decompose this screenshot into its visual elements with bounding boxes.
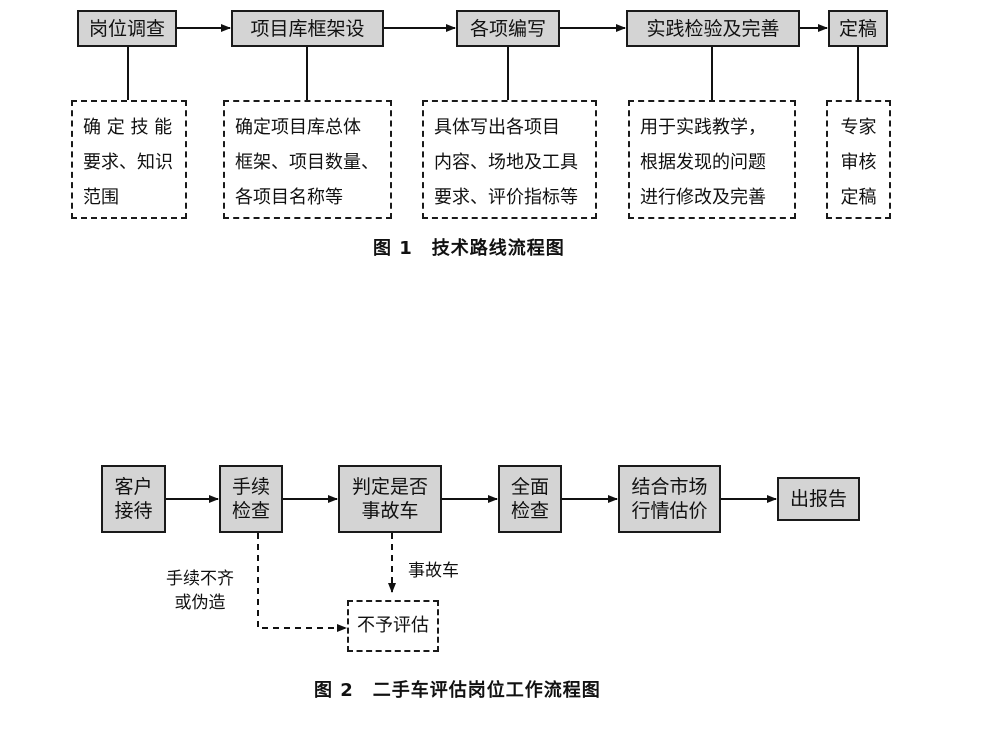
step-label: 全面: [510, 476, 549, 498]
note-line: 确定项目库总体: [235, 117, 361, 138]
note-line: 要求、评价指标等: [434, 187, 578, 208]
step-label: 检查: [510, 500, 549, 522]
note-line: 各项目名称等: [235, 187, 343, 208]
note-job-survey: 确 定 技 能 要求、知识 范围: [71, 100, 187, 219]
step-label: 判定是否: [351, 476, 428, 498]
note-line: 审核: [840, 152, 877, 173]
note-framework: 确定项目库总体 框架、项目数量、 各项目名称等: [223, 100, 392, 219]
step-finalize: 定稿: [828, 10, 888, 47]
step-writing: 各项编写: [456, 10, 560, 47]
step-label: 检查: [231, 500, 270, 522]
reject-label: 不予评估: [357, 615, 429, 636]
step-document-check: 手续 检查: [219, 465, 283, 533]
note-line: 具体写出各项目: [434, 117, 560, 138]
note-line: 用于实践教学，: [640, 117, 766, 138]
step-label: 事故车: [361, 500, 419, 522]
step-full-inspection: 全面 检查: [498, 465, 562, 533]
step-label: 实践检验及完善: [646, 17, 780, 40]
step-label: 行情估价: [631, 500, 708, 522]
note-line: 框架、项目数量、: [235, 152, 379, 173]
step-label: 项目库框架设: [250, 17, 365, 40]
step-label: 结合市场: [631, 476, 708, 498]
branch-label-docs: 手续不齐 或伪造: [160, 567, 240, 615]
step-label: 各项编写: [469, 17, 546, 40]
step-label: 定稿: [838, 17, 877, 40]
step-customer-reception: 客户 接待: [101, 465, 166, 533]
note-line: 确 定 技 能: [83, 117, 173, 138]
step-framework: 项目库框架设: [231, 10, 384, 47]
note-line: 范围: [83, 187, 119, 208]
note-finalize: 专家 审核 定稿: [826, 100, 891, 219]
note-line: 定稿: [840, 187, 877, 208]
note-line: 专家: [840, 117, 877, 138]
step-market-valuation: 结合市场 行情估价: [618, 465, 721, 533]
step-practice: 实践检验及完善: [626, 10, 800, 47]
branch-label-accident: 事故车: [408, 561, 459, 581]
note-line: 进行修改及完善: [640, 187, 766, 208]
step-label: 接待: [114, 500, 153, 522]
step-accident-judge: 判定是否 事故车: [338, 465, 442, 533]
note-line: 内容、场地及工具: [434, 152, 578, 173]
branch-label-line: 或伪造: [174, 593, 226, 613]
branch-label-line: 手续不齐: [166, 569, 234, 589]
step-report: 出报告: [777, 477, 860, 521]
figure1-caption: 图 1 技术路线流程图: [373, 238, 565, 259]
step-label: 出报告: [789, 488, 847, 510]
figure2-caption: 图 2 二手车评估岗位工作流程图: [314, 680, 601, 701]
step-label: 岗位调查: [88, 17, 165, 40]
note-practice: 用于实践教学， 根据发现的问题 进行修改及完善: [628, 100, 796, 219]
note-writing: 具体写出各项目 内容、场地及工具 要求、评价指标等: [422, 100, 597, 219]
branch-docs: [257, 533, 347, 632]
note-line: 根据发现的问题: [640, 152, 766, 173]
step-job-survey: 岗位调查: [77, 10, 177, 47]
reject-box: 不予评估: [347, 600, 439, 652]
step-label: 手续: [231, 476, 270, 498]
note-line: 要求、知识: [83, 152, 173, 173]
step-label: 客户: [114, 476, 153, 498]
